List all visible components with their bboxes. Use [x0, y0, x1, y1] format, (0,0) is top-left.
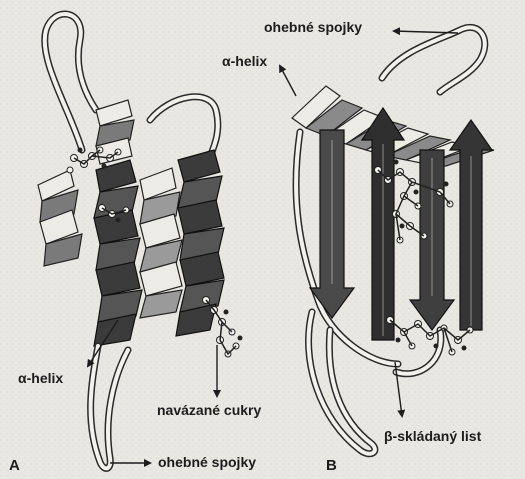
label-b-sheet: β-skládaný list	[384, 429, 481, 443]
panel-a-label: A	[9, 458, 20, 473]
panel-b-label: B	[326, 458, 337, 473]
label-b-helix: α-helix	[222, 54, 267, 68]
label-b-flexible-linkers: ohebné spojky	[264, 20, 362, 34]
label-a-flexible-linkers: ohebné spojky	[158, 455, 256, 469]
label-a-bound-sugars: navázané cukry	[157, 403, 261, 417]
label-a-helix: α-helix	[18, 371, 63, 385]
